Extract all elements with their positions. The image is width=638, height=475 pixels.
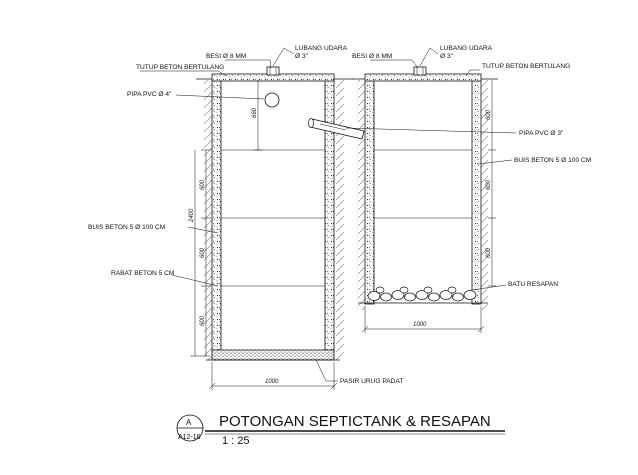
right-wall xyxy=(324,79,335,353)
soil-hatch xyxy=(336,80,344,360)
drawing-scale: 1 : 25 xyxy=(222,435,250,447)
label-buis-beton-left: BUIS BETON 5 Ø 100 CM xyxy=(88,224,165,231)
air-vent xyxy=(266,66,280,76)
dim-right-seg2: 600 xyxy=(486,247,492,258)
right-wall xyxy=(471,79,482,305)
left-wall xyxy=(364,79,375,305)
title-block: A A12-16 POTONGAN SEPTICTANK & RESAPAN 1… xyxy=(176,413,505,447)
sand-base xyxy=(211,349,335,361)
dim-left-seg1: 600 xyxy=(200,179,206,190)
pvc-pipe-4-inch xyxy=(264,92,280,108)
dim-left-total: 2400 xyxy=(189,208,195,223)
label-batu-resapan: BATU RESAPAN xyxy=(508,281,558,288)
dim-left-width: 1000 xyxy=(265,379,279,385)
leader-lines xyxy=(140,47,517,382)
dim-right-top: 600 xyxy=(486,109,492,120)
dim-left-top: 660 xyxy=(252,107,258,118)
label-buis-beton-right: BUIS BETON 5 Ø 100 CM xyxy=(514,157,591,164)
left-wall xyxy=(211,79,222,353)
resapan-section xyxy=(352,66,498,333)
section-letter: A xyxy=(186,418,192,427)
label-lubang-size-right: Ø 3" xyxy=(440,53,454,60)
gravel-stones xyxy=(367,286,477,302)
label-lubang-size-left: Ø 3" xyxy=(295,53,309,60)
label-besi-left: BESI Ø 8 MM xyxy=(206,53,246,60)
dim-left-seg2: 600 xyxy=(200,247,206,258)
label-lubang-udara-left: LUBANG UDARA xyxy=(295,45,348,52)
dim-right-width: 1000 xyxy=(413,322,427,328)
label-besi-right: BESI Ø 8 MM xyxy=(352,53,392,60)
septictank-section xyxy=(190,66,353,390)
label-tutup-beton-right: TUTUP BETON BERTULANG xyxy=(482,63,570,70)
label-lubang-udara-right: LUBANG UDARA xyxy=(440,45,493,52)
label-pipa-pvc-4: PIPA PVC Ø 4" xyxy=(127,91,172,98)
dim-left-seg3: 600 xyxy=(200,315,206,326)
air-vent xyxy=(413,66,427,76)
soil-hatch xyxy=(481,80,488,310)
drawing-title: POTONGAN SEPTICTANK & RESAPAN xyxy=(219,413,491,430)
label-pipa-pvc-3: PIPA PVC Ø 3" xyxy=(519,130,564,137)
label-tutup-beton-left: TUTUP BETON BERTULANG xyxy=(136,64,224,71)
label-rabat-beton: RABAT BETON 5 CM xyxy=(111,270,174,277)
dim-right-seg1: 600 xyxy=(486,179,492,190)
label-pasir-urug: PASIR URUG PADAT xyxy=(340,378,403,385)
soil-hatch xyxy=(204,80,212,360)
soil-hatch xyxy=(358,80,365,310)
sheet-ref: A12-16 xyxy=(178,434,201,441)
pvc-pipe-3-inch xyxy=(308,118,365,140)
